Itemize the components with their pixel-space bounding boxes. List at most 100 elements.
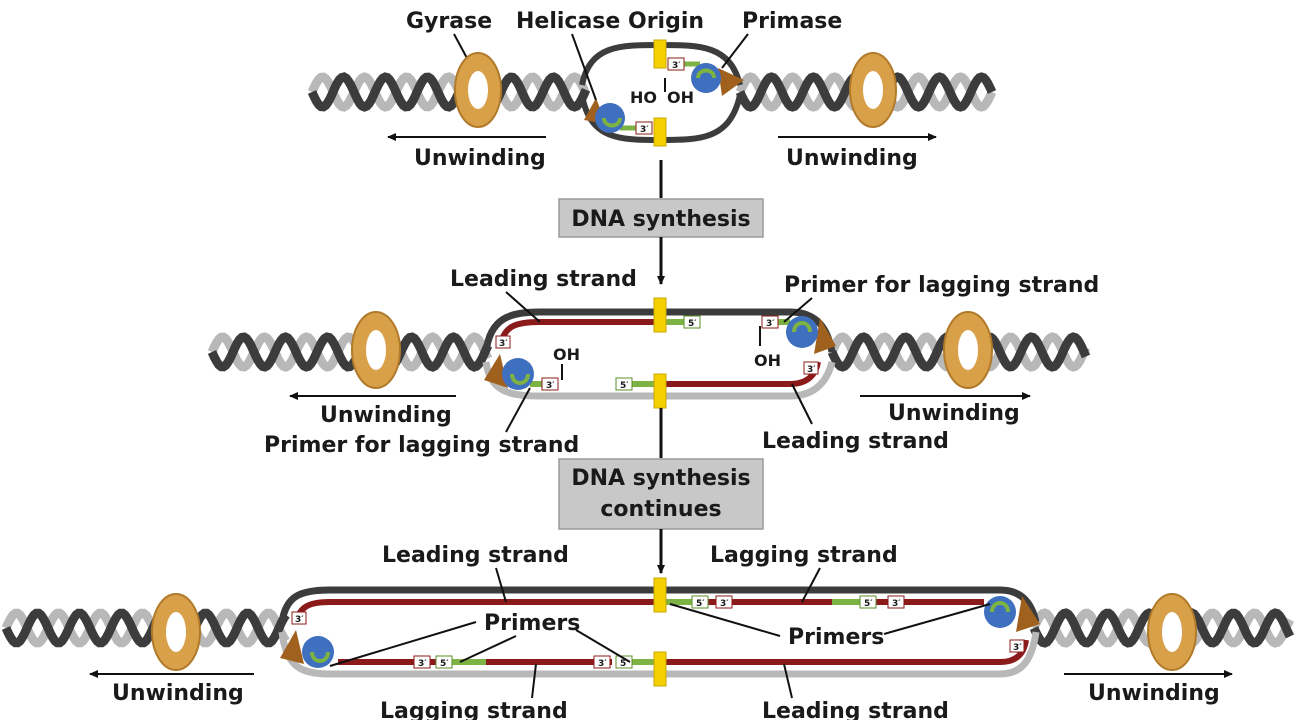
origin-marker-top [653, 39, 667, 69]
leader-line [883, 603, 991, 635]
stage-2: 5′ 5′ 3′ 3′ 3′ 3′ [207, 267, 1099, 458]
origin-marker-bottom [653, 117, 667, 147]
label-primer-right: Primer for lagging strand [784, 273, 1099, 298]
label-gyrase: Gyrase [406, 9, 492, 34]
leader-line [453, 33, 469, 61]
label-leading-strand-bottom: Leading strand [762, 429, 949, 454]
label-oh-right: OH [754, 351, 781, 370]
helicase-protein [584, 98, 625, 133]
label-leading-strand-top: Leading strand [450, 267, 637, 292]
gyrase-icon [943, 311, 993, 389]
svg-text:3′: 3′ [499, 339, 508, 349]
three-prime-tag: 3′ [887, 595, 905, 609]
step-box-dna-synthesis: DNA synthesis [558, 198, 764, 238]
gyrase-icon [454, 52, 502, 128]
svg-text:3′: 3′ [418, 659, 427, 669]
helix-strand-dark [1, 608, 290, 648]
label-oh-left: OH [553, 345, 580, 364]
label-lagging-strand-top: Lagging strand [710, 543, 898, 568]
leader-line [571, 33, 597, 101]
label-primers-right: Primers [788, 625, 884, 650]
label-leading-strand-top: Leading strand [382, 543, 569, 568]
three-prime-tag: 3′ [667, 57, 685, 71]
svg-text:3′: 3′ [598, 659, 607, 669]
origin-marker-bottom [653, 373, 667, 409]
five-prime-tag: 5′ [683, 315, 701, 329]
stage-1: 3′ 3′ Gyrase Helicase Origin Primase HO … [307, 9, 997, 171]
label-leading-strand-bottom: Leading strand [762, 699, 949, 720]
svg-text:3′: 3′ [807, 365, 816, 375]
svg-text:5′: 5′ [696, 599, 705, 609]
three-prime-tag: 3′ [593, 655, 611, 669]
three-prime-tag: 3′ [541, 377, 559, 391]
svg-text:3′: 3′ [1013, 643, 1022, 653]
helix-strand-light [307, 72, 591, 112]
five-prime-tag: 5′ [691, 595, 709, 609]
svg-text:3′: 3′ [720, 599, 729, 609]
label-primase: Primase [742, 9, 842, 34]
five-prime-tag: 5′ [859, 595, 877, 609]
label-primers-left: Primers [484, 611, 580, 636]
svg-text:5′: 5′ [864, 599, 873, 609]
label-lagging-strand-bottom: Lagging strand [380, 699, 568, 720]
leader-line [669, 603, 781, 637]
label-unwinding-left: Unwinding [112, 681, 244, 706]
three-prime-tag: 3′ [495, 335, 511, 349]
step-label-line-1: DNA synthesis [571, 466, 750, 491]
label-unwinding-right: Unwinding [1088, 681, 1220, 706]
svg-text:5′: 5′ [620, 381, 629, 391]
svg-text:3′: 3′ [672, 61, 681, 71]
origin-marker-top [653, 297, 667, 333]
svg-text:5′: 5′ [440, 659, 449, 669]
svg-text:3′: 3′ [892, 599, 901, 609]
gyrase-icon [849, 52, 897, 128]
dna-helix-left [1, 608, 290, 648]
stage-3: 5′ 3′ 5′ 3′ 3′ 5′ 3′ 5′ 3′ 3′ Leading st… [1, 543, 1295, 720]
three-prime-tag: 3′ [715, 595, 733, 609]
gyrase-icon [151, 593, 201, 671]
step-box-dna-synthesis-continues: DNA synthesis continues [558, 458, 764, 530]
leader-line [505, 387, 531, 433]
label-unwinding-left: Unwinding [414, 146, 546, 171]
leading-strand-top-new [293, 599, 656, 623]
dna-helix-left [307, 72, 591, 112]
three-prime-tag: 3′ [413, 655, 431, 669]
leader-line [783, 297, 813, 323]
three-prime-tag: 3′ [761, 315, 779, 329]
five-prime-tag: 5′ [435, 655, 453, 669]
label-oh: OH [667, 88, 694, 107]
three-prime-tag: 3′ [1009, 639, 1025, 653]
svg-text:3′: 3′ [295, 615, 304, 625]
svg-text:5′: 5′ [688, 319, 697, 329]
leader-line [505, 291, 541, 323]
step-label-line-2: continues [600, 497, 721, 522]
helicase-protein [280, 630, 334, 668]
three-prime-tag: 3′ [803, 361, 819, 375]
leader-line [459, 635, 517, 663]
svg-text:3′: 3′ [546, 381, 555, 391]
leader-line [531, 663, 537, 699]
leader-line [783, 663, 793, 699]
five-prime-tag: 5′ [615, 655, 633, 669]
helicase-protein [984, 596, 1040, 632]
leading-strand-bottom-new [664, 361, 821, 387]
leading-strand-bottom-new [664, 639, 1029, 665]
helix-strand-dark [207, 332, 493, 372]
leader-line [721, 33, 749, 69]
svg-text:5′: 5′ [620, 659, 629, 669]
three-prime-tag: 3′ [635, 121, 653, 135]
label-unwinding-right: Unwinding [786, 146, 918, 171]
gyrase-icon [1147, 593, 1197, 671]
leader-line [495, 567, 507, 603]
helix-strand-dark [307, 72, 591, 112]
primase-protein [691, 63, 744, 96]
gyrase-icon [351, 311, 401, 389]
five-prime-tag: 5′ [615, 377, 633, 391]
label-helicase: Helicase [516, 9, 620, 34]
origin-marker-top [653, 577, 667, 613]
leader-line [791, 383, 813, 425]
label-primer-left: Primer for lagging strand [264, 433, 579, 458]
dna-helix-left [207, 332, 493, 372]
step-label: DNA synthesis [571, 207, 750, 232]
